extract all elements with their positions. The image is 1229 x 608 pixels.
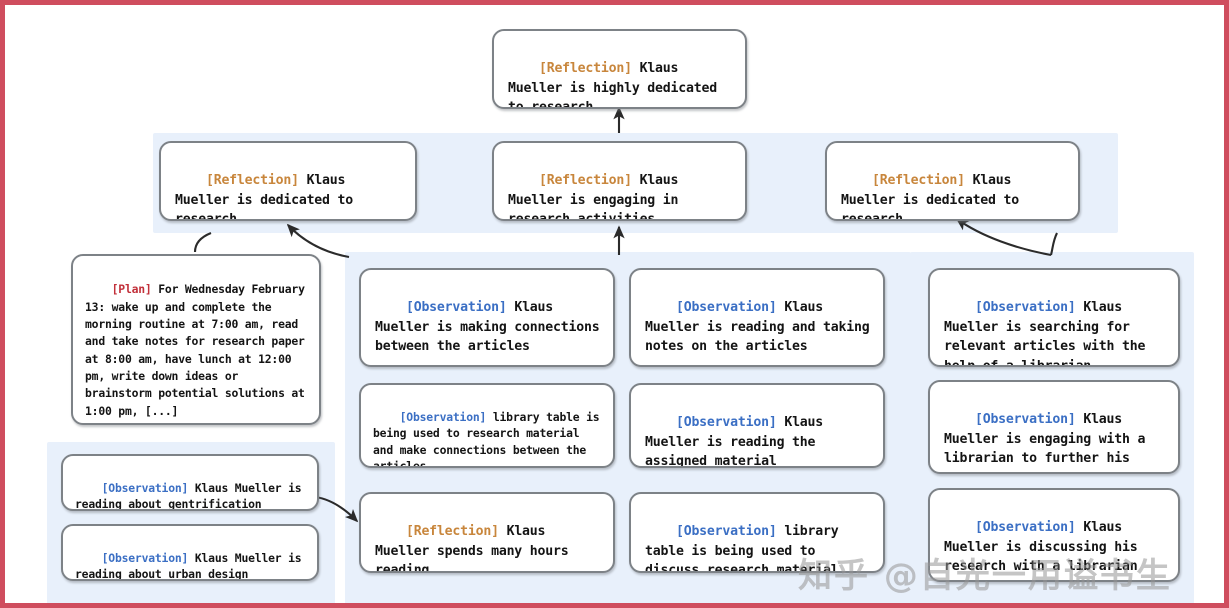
arrow-plan-connector (193, 232, 212, 253)
node-col3-obs-3[interactable]: [Observation] Klaus Mueller is discussin… (928, 488, 1180, 582)
node-col1-reflection[interactable]: [Reflection] Klaus Mueller spends many h… (359, 492, 615, 573)
tag-reflection: [Reflection] (538, 173, 632, 189)
node-text: Klaus Mueller is dedicated to research (841, 173, 1027, 221)
node-mid-reflection-right[interactable]: [Reflection] Klaus Mueller is dedicated … (825, 141, 1080, 221)
tag-observation: [Observation] (675, 300, 777, 316)
node-col2-obs-1[interactable]: [Observation] Klaus Mueller is reading a… (629, 268, 885, 367)
node-text: Klaus Mueller is highly dedicated to res… (508, 61, 725, 109)
node-text: Klaus Mueller is dedicated to research (175, 173, 361, 221)
tag-reflection: [Reflection] (538, 61, 632, 77)
tag-reflection: [Reflection] (871, 173, 965, 189)
node-text: library table is being used to research … (373, 410, 607, 468)
node-col2-obs-3[interactable]: [Observation] library table is being use… (629, 492, 885, 573)
node-col1-obs-2[interactable]: [Observation] library table is being use… (359, 383, 615, 468)
node-col1-obs-1[interactable]: [Observation] Klaus Mueller is making co… (359, 268, 615, 367)
tag-reflection: [Reflection] (405, 524, 499, 540)
tag-observation: [Observation] (101, 551, 189, 566)
tag-observation: [Observation] (101, 481, 189, 496)
tag-observation: [Observation] (974, 412, 1076, 428)
node-text: Klaus Mueller is discussing his research… (944, 520, 1146, 575)
node-col2-obs-2[interactable]: [Observation] Klaus Mueller is reading t… (629, 383, 885, 468)
node-text: library table is being used to discuss r… (645, 524, 847, 573)
node-obs-bottom-left-2[interactable]: [Observation] Klaus Mueller is reading a… (61, 524, 319, 581)
tag-plan: [Plan] (111, 282, 152, 297)
node-plan[interactable]: [Plan] For Wednesday February 13: wake u… (71, 254, 321, 425)
node-text: Klaus Mueller is reading about gentrific… (75, 481, 309, 511)
tag-observation: [Observation] (974, 300, 1076, 316)
node-text: Klaus Mueller spends many hours reading (375, 524, 577, 573)
tag-observation: [Observation] (675, 524, 777, 540)
node-obs-bottom-left-1[interactable]: [Observation] Klaus Mueller is reading a… (61, 454, 319, 511)
tag-observation: [Observation] (405, 300, 507, 316)
node-text: Klaus Mueller is engaging with a librari… (944, 412, 1146, 472)
node-text: Klaus Mueller is reading about urban des… (75, 551, 309, 581)
node-text: For Wednesday February 13: wake up and c… (85, 282, 312, 418)
tag-observation: [Observation] (974, 520, 1076, 536)
node-text: Klaus Mueller is searching for relevant … (944, 300, 1153, 367)
node-mid-reflection-left[interactable]: [Reflection] Klaus Mueller is dedicated … (159, 141, 417, 221)
node-text: Klaus Mueller is making connections betw… (375, 300, 608, 355)
tag-observation: [Observation] (675, 415, 777, 431)
node-text: Klaus Mueller is engaging in research ac… (508, 173, 687, 221)
node-mid-reflection-center[interactable]: [Reflection] Klaus Mueller is engaging i… (492, 141, 747, 221)
node-col3-obs-1[interactable]: [Observation] Klaus Mueller is searching… (928, 268, 1180, 367)
node-col3-obs-2[interactable]: [Observation] Klaus Mueller is engaging … (928, 380, 1180, 474)
node-text: Klaus Mueller is reading and taking note… (645, 300, 878, 355)
node-root-reflection[interactable]: [Reflection] Klaus Mueller is highly ded… (492, 29, 747, 109)
tag-observation: [Observation] (399, 410, 487, 425)
node-text: Klaus Mueller is reading the assigned ma… (645, 415, 831, 468)
tag-reflection: [Reflection] (205, 173, 299, 189)
